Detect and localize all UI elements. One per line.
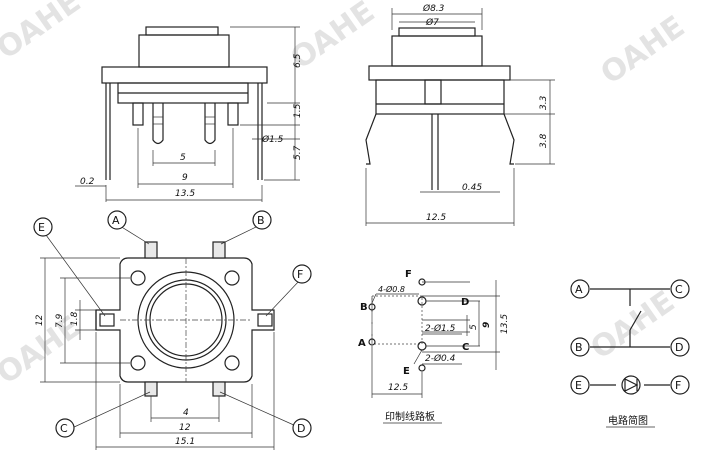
side-body-base: [375, 79, 505, 115]
pcb-label-d: D: [461, 297, 469, 308]
front-dim-thickness: 0.2: [80, 177, 95, 187]
front-dim-outer-pitch: 9: [182, 173, 188, 183]
circuit-led-triangle: [624, 378, 639, 392]
front-pin-4: [204, 103, 216, 145]
top-corner-hole-3: [130, 355, 146, 371]
front-dim-height: 6.5: [293, 53, 303, 68]
side-dim-width: 12.5: [426, 213, 446, 223]
pcb-label-e: E: [403, 366, 410, 377]
side-dim-body-h: 3.3: [539, 95, 549, 110]
pcb-note-holes-a: 4-Ø0.8: [378, 284, 405, 294]
pcb-hole-e: [418, 364, 426, 372]
front-pin-1: [132, 102, 144, 126]
top-corner-hole-4: [224, 355, 240, 371]
top-slot-left: [99, 313, 115, 327]
pcb-dim-width: 12.5: [388, 383, 408, 393]
pcb-dim-pitch-5: 5: [469, 324, 479, 330]
top-slot-right: [257, 313, 273, 327]
top-dim-total-w: 15.1: [175, 437, 195, 447]
circuit-label-f: F: [675, 379, 681, 392]
circuit-label-e: E: [575, 379, 582, 392]
side-dim-lead-h: 3.8: [539, 133, 549, 148]
front-dim-pin-length: 5.7: [293, 145, 303, 160]
watermark-group: OAHE OAHE OAHE OAHE OAHE: [0, 0, 691, 392]
top-dim-inner-w: 4: [183, 408, 189, 418]
top-label-e: E: [38, 221, 45, 234]
front-cap-body: [138, 34, 230, 68]
circuit-label-d: D: [675, 341, 683, 354]
front-pin-2: [227, 102, 239, 126]
front-cap-top: [145, 26, 219, 36]
side-lead-right: [503, 113, 515, 165]
side-dim-cap-outer: Ø8.3: [422, 3, 445, 14]
circuit-diagram: A C B D E F 电路简图: [570, 279, 690, 428]
top-corner-hole-2: [224, 270, 240, 286]
top-dim-height: 12: [35, 314, 45, 326]
circuit-led-ring: [621, 375, 641, 395]
side-body-flange: [368, 65, 511, 81]
pcb-caption: 印制线路板: [385, 410, 435, 423]
pcb-note-holes-c: 2-Ø0.4: [425, 353, 456, 364]
side-cap-body: [391, 35, 483, 67]
pcb-dim-pitch-9: 9: [482, 322, 492, 328]
front-pin-3: [152, 103, 164, 145]
pcb-label-a: A: [358, 338, 366, 349]
pcb-dim-height: 13.5: [500, 314, 510, 334]
top-label-a: A: [112, 214, 120, 227]
top-label-b: B: [257, 214, 265, 227]
pcb-label-f: F: [405, 269, 412, 280]
side-view: Ø8.3 Ø7 3.3 3.8 0.45 12.5: [365, 3, 555, 226]
pcb-hole-b: [368, 303, 376, 311]
pcb-label-b: B: [360, 302, 368, 313]
pcb-hole-a: [368, 338, 376, 346]
top-label-f: F: [297, 268, 303, 281]
top-tab-c: [144, 381, 158, 397]
top-corner-hole-1: [130, 270, 146, 286]
top-dim-slot-h: 1.8: [70, 311, 80, 326]
top-label-d: D: [297, 422, 305, 435]
circuit-label-a: A: [575, 283, 583, 296]
top-tab-b: [212, 241, 226, 259]
front-dim-pin-width: 1.5: [293, 103, 303, 118]
circuit-caption: 电路简图: [608, 414, 648, 427]
top-label-c: C: [60, 422, 68, 435]
circuit-label-b: B: [575, 341, 583, 354]
side-center-block: [424, 79, 442, 105]
top-tab-d: [212, 381, 226, 397]
side-lead-left: [365, 113, 377, 165]
side-dim-cap-inner: Ø7: [425, 17, 439, 28]
front-dim-width: 13.5: [175, 189, 195, 199]
front-view: 6.5 1.5 5.7 Ø1.5 5 9 0.2 13.5: [75, 26, 303, 202]
top-tab-a: [144, 241, 158, 259]
top-dim-body-w: 12: [179, 423, 191, 433]
top-dim-inner-h: 7.9: [55, 313, 65, 328]
front-body-flange: [101, 66, 268, 84]
pcb-label-c: C: [462, 342, 469, 353]
side-dim-lead-w: 0.45: [462, 183, 482, 193]
circuit-label-c: C: [675, 283, 683, 296]
side-cap-top: [398, 27, 476, 37]
front-dim-pin-hole: Ø1.5: [261, 134, 284, 145]
circuit-switch-lever: [629, 310, 642, 331]
pcb-hole-frame: [371, 295, 423, 345]
front-dim-inner-pitch: 5: [180, 153, 186, 163]
watermark-1: OAHE: [0, 0, 87, 67]
top-body-outline: [95, 257, 275, 383]
pcb-note-holes-b: 2-Ø1.5: [425, 323, 456, 334]
watermark-3: OAHE: [595, 9, 692, 91]
top-view: 12 7.9 1.8 4 12 15.1 A B C D: [33, 210, 312, 450]
pcb-layout: 5 9 13.5 12.5 4-Ø0.8 2-Ø1.5 2-Ø0.4 B A F…: [358, 269, 510, 424]
